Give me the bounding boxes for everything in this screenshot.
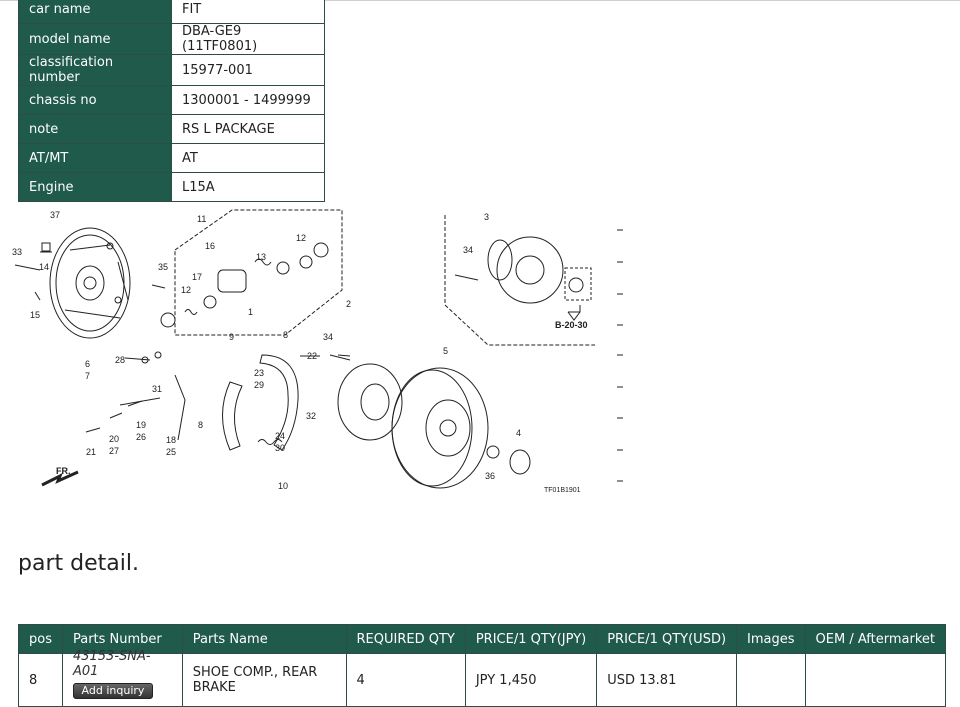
callout: 8: [283, 330, 288, 340]
callout: 9: [229, 332, 234, 342]
callout: 15: [30, 310, 40, 320]
callout: FR.: [56, 466, 71, 476]
spec-key: classification number: [18, 54, 172, 86]
callout: 33: [12, 247, 22, 257]
callout: 34: [463, 245, 473, 255]
callout: 20: [109, 434, 119, 444]
cell-images: [736, 653, 806, 707]
cell-parts-name: SHOE COMP., REAR BRAKE: [181, 653, 347, 707]
callout: 1: [248, 307, 253, 317]
callout: 27: [109, 446, 119, 456]
callout: 23: [254, 368, 264, 378]
callout: B-20-30: [555, 320, 588, 330]
callout: 24: [275, 431, 285, 441]
cell-oem: [804, 653, 947, 707]
hub-flange-drawing: [329, 354, 403, 441]
callout: 26: [136, 432, 146, 442]
callout: 16: [205, 241, 215, 251]
spec-key: chassis no: [18, 85, 172, 115]
cell-qty: 4: [345, 653, 466, 707]
col-images: Images: [736, 624, 806, 654]
callout: 36: [485, 471, 495, 481]
add-inquiry-button[interactable]: Add inquiry: [72, 683, 153, 699]
callout: 29: [254, 380, 264, 390]
col-parts-number: Parts Number: [61, 624, 183, 654]
callout: 21: [86, 447, 96, 457]
callout: 11: [197, 214, 206, 224]
cell-price-usd: USD 13.81: [596, 653, 738, 707]
col-parts-name: Parts Name: [181, 624, 347, 654]
parts-diagram: 37 14 33 15 6 7 11 16 17 35 13 12 12 1 9…: [12, 209, 623, 494]
fasteners-drawing: [14, 242, 351, 433]
wheel-cylinder-group: [160, 209, 343, 336]
callout: 3: [484, 212, 489, 222]
part-detail-heading: part detail.: [18, 551, 139, 576]
spec-key: note: [18, 114, 172, 144]
callout: 31: [152, 384, 162, 394]
spec-key: car name: [18, 0, 172, 24]
brake-drum-drawing: [391, 367, 531, 489]
figure-code: TF01B1901: [544, 487, 581, 494]
callout: 5: [443, 346, 448, 356]
callout: 35: [158, 262, 168, 272]
spec-value: 15977-001: [171, 54, 325, 86]
callout: 4: [516, 428, 521, 438]
table-row: 8 43153-SNA-A01 Add inquiry SHOE COMP., …: [18, 649, 947, 707]
callout: 37: [50, 210, 60, 220]
spec-value: RS L PACKAGE: [171, 114, 325, 144]
cell-parts-number: 43153-SNA-A01 Add inquiry: [61, 649, 183, 707]
cell-price-jpy: JPY 1,450: [464, 653, 598, 707]
col-pos: pos: [18, 624, 63, 654]
part-number-link[interactable]: 43153-SNA-A01: [72, 649, 151, 679]
spec-key: AT/MT: [18, 143, 172, 173]
callout: 32: [306, 411, 316, 421]
callout: 6: [85, 359, 90, 369]
col-required-qty: REQUIRED QTY: [345, 624, 466, 654]
parts-table: pos Parts Number Parts Name REQUIRED QTY…: [18, 624, 947, 707]
callout: 10: [278, 481, 288, 491]
spec-value: DBA-GE9 (11TF0801): [171, 23, 325, 55]
parts-table-header: pos Parts Number Parts Name REQUIRED QTY…: [18, 624, 947, 654]
callout: 19: [136, 420, 146, 430]
backing-plate-drawing: [49, 227, 131, 339]
spec-value: 1300001 - 1499999: [171, 85, 325, 115]
spec-value: FIT: [171, 0, 325, 24]
callout: 34: [323, 332, 333, 342]
callout: 14: [39, 262, 49, 272]
spec-key: Engine: [18, 172, 172, 202]
callout: 22: [307, 351, 317, 361]
callout: 12: [296, 233, 306, 243]
callout: 30: [275, 443, 285, 453]
callout: 17: [192, 272, 202, 282]
callout: 28: [115, 355, 125, 365]
front-arrow-icon: [41, 470, 79, 487]
spec-key: model name: [18, 23, 172, 55]
callout: 25: [166, 447, 176, 457]
col-price-usd: PRICE/1 QTY(USD): [596, 624, 738, 654]
callout: 2: [346, 299, 351, 309]
callout: 12: [181, 285, 191, 295]
callout: 13: [256, 252, 266, 262]
top-border: [0, 0, 960, 1]
col-price-jpy: PRICE/1 QTY(JPY): [464, 624, 598, 654]
spec-value: L15A: [171, 172, 325, 202]
cell-pos: 8: [18, 653, 63, 707]
spec-value: AT: [171, 143, 325, 173]
callout-labels: 37 14 33 15 6 7 11 16 17 35 13 12 12 1 9…: [12, 210, 588, 494]
callout: 7: [85, 371, 90, 381]
col-oem: OEM / Aftermarket: [804, 624, 947, 654]
brake-shoes-drawing: [119, 351, 299, 451]
callout: 18: [166, 435, 176, 445]
hub-bearing-group: [444, 215, 595, 346]
callout: 8: [198, 420, 203, 430]
reference-ticks: [617, 229, 623, 482]
